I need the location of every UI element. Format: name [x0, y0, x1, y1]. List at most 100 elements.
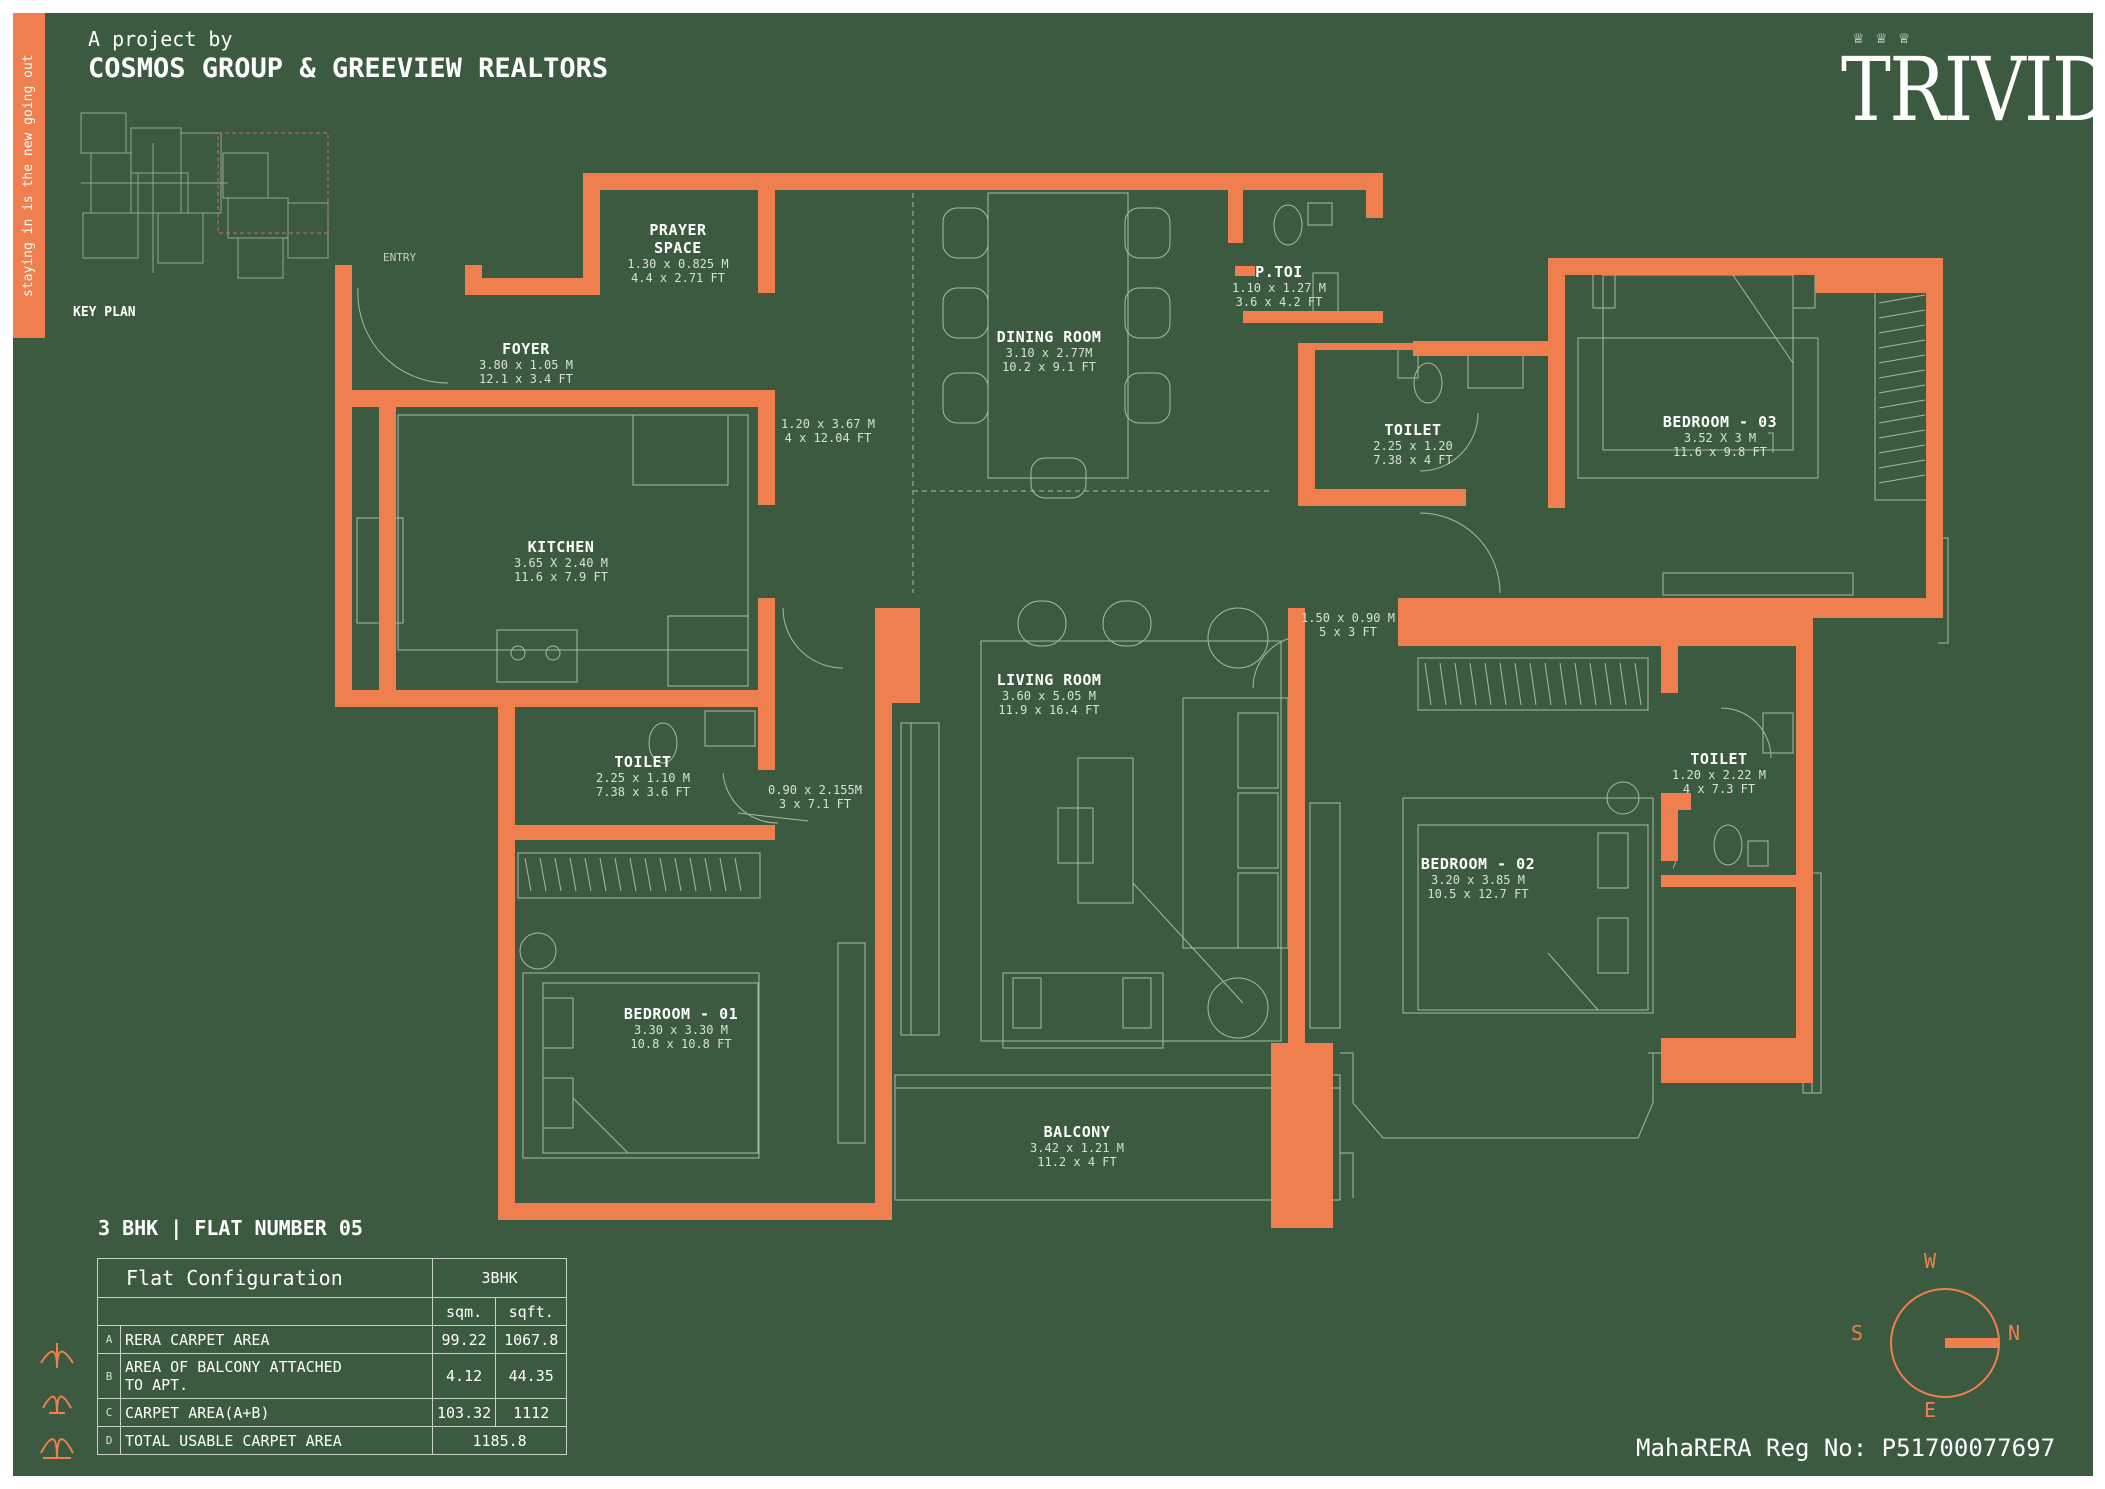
row-sqft: 1067.8 [495, 1325, 568, 1354]
rera-registration: MahaRERA Reg No: P51700077697 [1636, 1434, 2056, 1462]
flat-configuration-table: Flat Configuration 3BHK sqm. sqft. A RER… [97, 1258, 568, 1455]
wardrobe-hatch-2 [1424, 662, 1642, 706]
unit-sqm: sqm. [431, 1297, 497, 1326]
table-row: B AREA OF BALCONY ATTACHED TO APT. 4.12 … [97, 1353, 568, 1399]
room-imperial: 11.2 x 4 FT [1037, 1155, 1117, 1169]
passage-dimension: 0.90 x 2.155M 3 x 7.1 FT [768, 783, 862, 811]
room-imperial: 10.8 x 10.8 FT [630, 1037, 732, 1051]
room-name: BEDROOM - 03 [1662, 413, 1778, 431]
compass-west: W [1924, 1249, 1937, 1273]
walls [335, 173, 1943, 1228]
room-bedroom-3: BEDROOM - 03 3.52 X 3 M 11.6 x 9.8 FT [1663, 413, 1777, 459]
table-row: A RERA CARPET AREA 99.22 1067.8 [97, 1325, 568, 1354]
room-metric: 3.80 x 1.05 M [479, 358, 573, 372]
room-name: LIVING ROOM [996, 671, 1102, 689]
room-name: TOILET [1690, 750, 1748, 768]
brand-logo: TRIVIDH [1841, 38, 2093, 141]
room-metric: 2.25 x 1.10 M [596, 771, 690, 785]
compass-south: S [1851, 1321, 1864, 1345]
room-toilet-right: TOILET 1.20 x 2.22 M 4 x 7.3 FT [1672, 750, 1766, 796]
wardrobe-hatch-3 [1878, 294, 1926, 484]
room-toilet-upper: TOILET 2.25 x 1.20 7.38 x 4 FT [1373, 421, 1452, 467]
room-metric: 2.25 x 1.20 [1373, 439, 1453, 453]
floor-plan-sheet: staying in is the new going out [13, 13, 2093, 1476]
passage-dimension: 1.20 x 3.67 M 4 x 12.04 FT [781, 417, 875, 445]
room-kitchen: KITCHEN 3.65 X 2.40 M 11.6 x 7.9 FT [514, 538, 608, 584]
room-metric: 3.65 X 2.40 M [514, 556, 608, 570]
room-name: P.TOI [1255, 263, 1303, 281]
row-label: AREA OF BALCONY ATTACHED TO APT. [120, 1353, 433, 1399]
flat-title: 3 BHK | FLAT NUMBER 05 [98, 1216, 363, 1240]
room-imperial: 11.6 x 7.9 FT [514, 570, 608, 584]
project-intro: A project by [88, 27, 233, 51]
row-letter: A [97, 1325, 121, 1354]
row-letter: B [97, 1353, 121, 1399]
lotus-emblems [40, 1343, 74, 1459]
passage-imperial: 5 x 3 FT [1319, 625, 1377, 639]
room-living: LIVING ROOM 3.60 x 5.05 M 11.9 x 16.4 FT [997, 671, 1102, 717]
room-metric: 3.42 x 1.21 M [1030, 1141, 1124, 1155]
room-name: PRAYER [649, 221, 707, 239]
table-header-row: Flat Configuration 3BHK [97, 1258, 568, 1298]
compass-north: N [2008, 1321, 2021, 1345]
room-imperial: 7.38 x 3.6 FT [596, 785, 690, 799]
row-total: 1185.8 [431, 1426, 568, 1455]
row-letter: C [97, 1398, 121, 1427]
room-name: TOILET [614, 753, 672, 771]
side-tag-strip: staying in is the new going out [13, 13, 45, 338]
passage-imperial: 3 x 7.1 FT [778, 797, 852, 811]
room-imperial: 11.9 x 16.4 FT [998, 703, 1100, 717]
room-metric: 1.10 x 1.27 M [1232, 281, 1326, 295]
row-sqm: 99.22 [431, 1325, 497, 1354]
brand-crown-icon: ♕♕♕ [1853, 27, 1922, 48]
room-name: SPACE [654, 239, 702, 257]
room-bedroom-1: BEDROOM - 01 3.30 x 3.30 M 10.8 x 10.8 F… [624, 1005, 738, 1051]
developer-name: COSMOS GROUP & GREEVIEW REALTORS [88, 53, 609, 84]
row-label: TOTAL USABLE CARPET AREA [120, 1426, 433, 1455]
room-powder-toilet: P.TOI 1.10 x 1.27 M 3.6 x 4.2 FT [1232, 263, 1326, 309]
furniture-lines [356, 192, 1949, 1201]
compass-east: E [1924, 1398, 1937, 1422]
room-metric: 3.30 x 3.30 M [634, 1023, 728, 1037]
compass [1890, 1288, 2000, 1398]
table-row: D TOTAL USABLE CARPET AREA 1185.8 [97, 1426, 568, 1455]
room-metric: 3.20 x 3.85 M [1431, 873, 1525, 887]
room-imperial: 7.38 x 4 FT [1373, 453, 1453, 467]
room-metric: 3.10 x 2.77M [1005, 346, 1093, 360]
room-name: KITCHEN [527, 538, 595, 556]
room-metric: 3.52 X 3 M [1683, 431, 1757, 445]
passage-metric: 1.50 x 0.90 M [1301, 611, 1395, 625]
room-imperial: 3.6 x 4.2 FT [1235, 295, 1323, 309]
passage-dimension: 1.50 x 0.90 M 5 x 3 FT [1301, 611, 1395, 639]
room-metric: 1.20 x 2.22 M [1672, 768, 1766, 782]
floor-plan-drawing [40, 112, 2000, 1459]
room-name: FOYER [502, 340, 550, 358]
room-imperial: 4 x 7.3 FT [1682, 782, 1756, 796]
row-sqft: 1112 [495, 1398, 568, 1427]
unit-sqft: sqft. [495, 1297, 568, 1326]
room-imperial: 10.5 x 12.7 FT [1427, 887, 1529, 901]
table-title: Flat Configuration [97, 1258, 433, 1298]
room-imperial: 12.1 x 3.4 FT [479, 372, 573, 386]
room-imperial: 11.6 x 9.8 FT [1673, 445, 1767, 459]
room-balcony: BALCONY 3.42 x 1.21 M 11.2 x 4 FT [1030, 1123, 1124, 1169]
entry-label: ENTRY [383, 251, 417, 264]
room-toilet-lower: TOILET 2.25 x 1.10 M 7.38 x 3.6 FT [596, 753, 690, 799]
room-name: BALCONY [1043, 1123, 1111, 1141]
row-label-line: TO APT. [125, 1376, 189, 1394]
wardrobe-hatch-1 [524, 857, 742, 892]
row-sqm: 103.32 [431, 1398, 497, 1427]
table-units-row: sqm. sqft. [97, 1297, 568, 1326]
passage-metric: 1.20 x 3.67 M [781, 417, 875, 431]
table-row: C CARPET AREA(A+B) 103.32 1112 [97, 1398, 568, 1427]
room-foyer: FOYER 3.80 x 1.05 M 12.1 x 3.4 FT [479, 340, 573, 386]
room-name: TOILET [1384, 421, 1442, 439]
row-label: RERA CARPET AREA [120, 1325, 433, 1354]
room-metric: 3.60 x 5.05 M [1002, 689, 1096, 703]
row-sqm: 4.12 [431, 1353, 497, 1399]
room-bedroom-2: BEDROOM - 02 3.20 x 3.85 M 10.5 x 12.7 F… [1421, 855, 1535, 901]
room-name: BEDROOM - 02 [1420, 855, 1536, 873]
passage-imperial: 4 x 12.04 FT [784, 431, 872, 445]
room-imperial: 4.4 x 2.71 FT [631, 271, 725, 285]
room-name: BEDROOM - 01 [623, 1005, 739, 1023]
